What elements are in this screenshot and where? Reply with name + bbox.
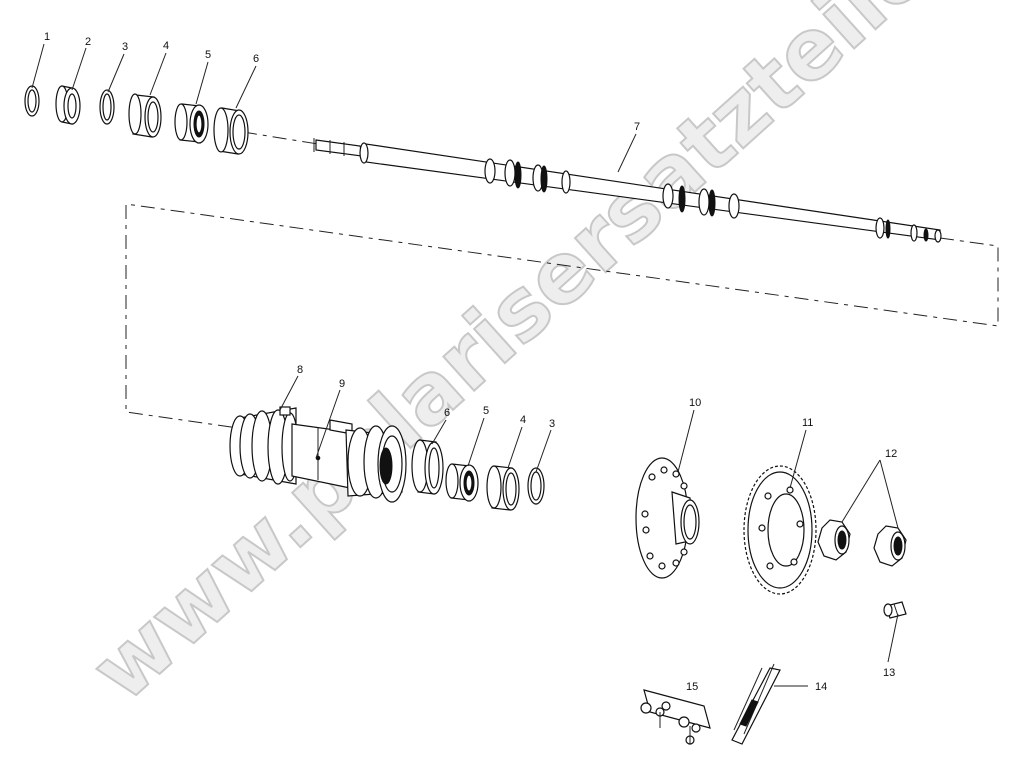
assembly-dash-line bbox=[125, 203, 999, 429]
drive-shaft-7 bbox=[313, 138, 942, 243]
callout-15: 15 bbox=[686, 681, 698, 693]
callout-3-lower: 3 bbox=[549, 418, 555, 430]
callout-6: 6 bbox=[253, 53, 259, 65]
bearing-5 bbox=[174, 103, 209, 144]
hex-nut-12a bbox=[817, 519, 851, 561]
seal-ring-6 bbox=[213, 107, 249, 155]
eccentric-carrier-9 bbox=[291, 419, 407, 503]
callout-4-lower: 4 bbox=[520, 414, 526, 426]
drive-chain-14 bbox=[731, 663, 781, 745]
leader-lines bbox=[31, 43, 899, 687]
callout-7: 7 bbox=[634, 121, 640, 133]
callout-3: 3 bbox=[122, 41, 128, 53]
sprocket-hub-10 bbox=[635, 457, 700, 579]
snap-ring-1 bbox=[24, 85, 40, 117]
bearing-5-lower bbox=[445, 463, 479, 502]
snap-ring-3-lower bbox=[527, 467, 545, 505]
bearing-race-4 bbox=[128, 93, 162, 138]
callout-5-lower: 5 bbox=[483, 405, 489, 417]
callout-11: 11 bbox=[802, 417, 813, 429]
sprocket-11 bbox=[743, 465, 817, 595]
callout-9: 9 bbox=[339, 378, 345, 390]
bearing-collar-2 bbox=[55, 85, 81, 125]
hex-nut-12b bbox=[873, 525, 907, 567]
callout-1: 1 bbox=[44, 31, 50, 43]
callout-12: 12 bbox=[885, 448, 897, 460]
snap-ring-3 bbox=[99, 89, 115, 125]
callout-14: 14 bbox=[815, 681, 827, 693]
callout-2: 2 bbox=[85, 36, 91, 48]
callout-4: 4 bbox=[163, 40, 169, 52]
assembly-dash-line-top bbox=[242, 131, 319, 145]
callout-13: 13 bbox=[883, 667, 895, 679]
seal-ring-6-lower bbox=[411, 439, 444, 495]
bearing-race-4-lower bbox=[486, 465, 520, 511]
master-link-15 bbox=[640, 689, 711, 745]
bearing-housing-8 bbox=[229, 406, 299, 485]
screw-13 bbox=[883, 601, 907, 619]
callout-8: 8 bbox=[297, 364, 303, 376]
callout-10: 10 bbox=[689, 397, 701, 409]
callout-6-lower: 6 bbox=[444, 407, 450, 419]
callout-5: 5 bbox=[205, 49, 211, 61]
